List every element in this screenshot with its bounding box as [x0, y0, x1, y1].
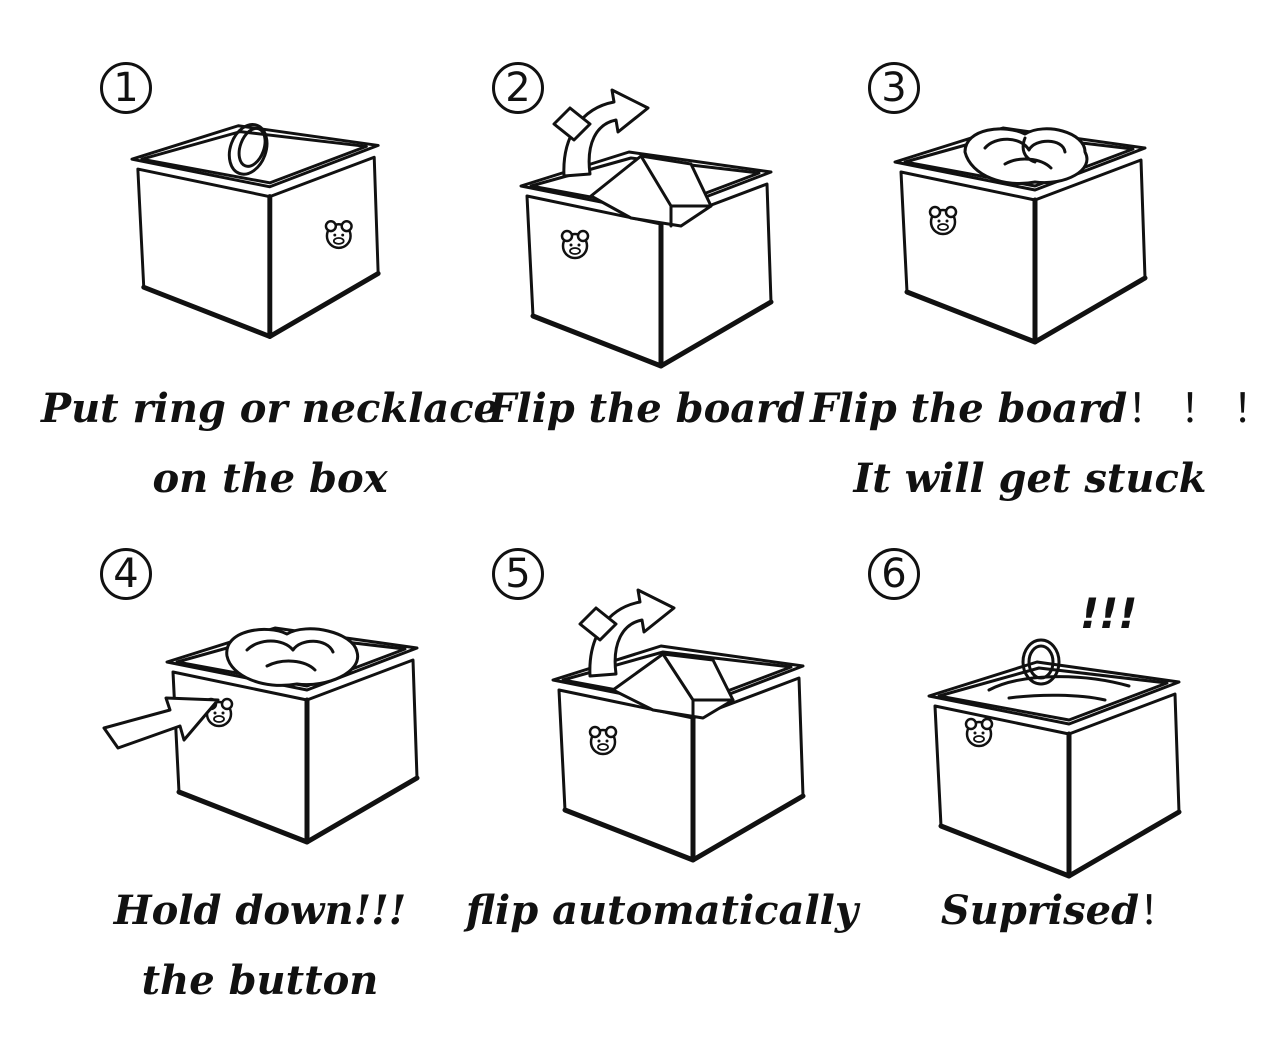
press-arrow-icon	[100, 684, 230, 754]
flip-arrow-icon	[552, 86, 662, 186]
step-number-badge: 2	[492, 62, 544, 114]
caption-line: It will get stuck	[853, 455, 1207, 502]
caption-line: on the box	[152, 455, 388, 502]
box-with-ring-illustration	[128, 118, 388, 358]
box-flip-board-illustration	[514, 146, 784, 366]
flip-arrow-icon	[578, 584, 688, 684]
step-number-badge: 5	[492, 548, 544, 600]
caption-suffix: ！ ！ ！	[1127, 386, 1273, 432]
box-press-button-illustration	[160, 622, 430, 862]
caption-line: Suprised	[940, 887, 1140, 934]
caption-suffix: ！	[1139, 888, 1180, 934]
box-with-ring-revealed-illustration	[922, 638, 1192, 876]
step-caption: flip automatically	[462, 876, 862, 946]
surprise-exclaim-mark: !!!	[1080, 589, 1138, 638]
step-number-badge: 4	[100, 548, 152, 600]
box-auto-flip-illustration	[546, 640, 816, 860]
step-caption: Suprised！	[930, 876, 1190, 946]
step-number-badge: 1	[100, 62, 152, 114]
caption-line: the button	[141, 957, 379, 1004]
step-number-badge: 6	[868, 548, 920, 600]
step-caption: Put ring or necklace on the box	[40, 374, 500, 514]
caption-line: flip automatically	[465, 887, 859, 934]
step-caption: Flip the board！ ！ ！ It will get stuck	[810, 374, 1273, 514]
step-caption: Hold down!!! the button	[80, 876, 440, 1016]
caption-line: Flip the board	[810, 385, 1128, 432]
caption-line: Flip the board	[488, 385, 806, 432]
step-caption: Flip the board	[488, 374, 806, 444]
box-with-rose-illustration	[888, 122, 1158, 362]
caption-line: Hold down!!!	[113, 887, 407, 934]
caption-line: Put ring or necklace	[40, 385, 499, 432]
step-number-badge: 3	[868, 62, 920, 114]
